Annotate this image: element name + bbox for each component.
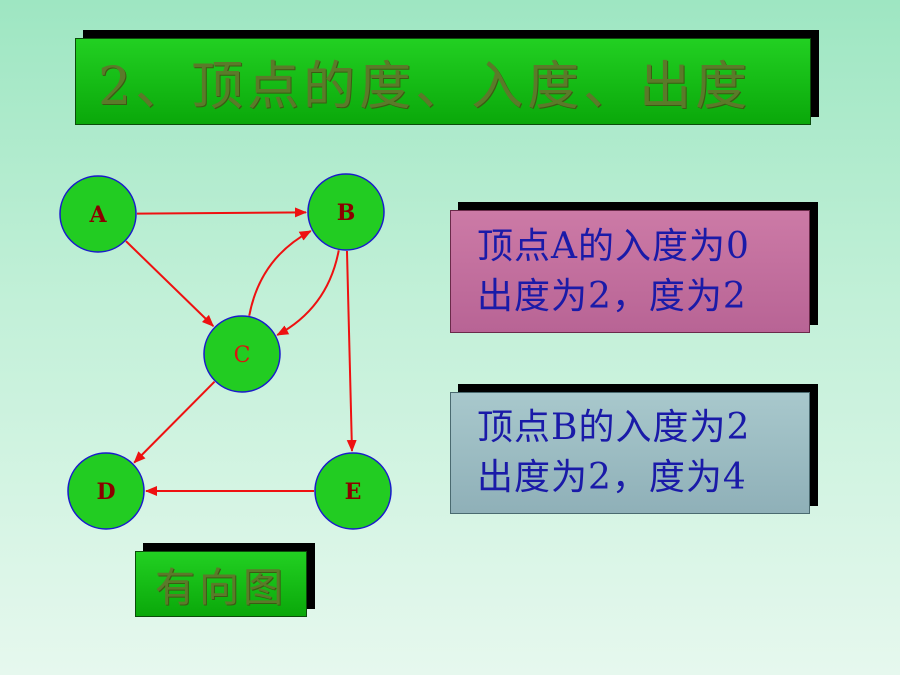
node-b: B: [307, 173, 385, 251]
node-b-label: B: [337, 200, 356, 226]
edge-b-to-c: [276, 250, 340, 336]
title-box-face: 2、顶点的度、入度、出度: [75, 38, 811, 125]
vertex-a-info-box: 顶点A的入度为0 出度为2，度为2: [450, 202, 818, 333]
vertex-a-outdegree-text: 出度为2，度为2: [477, 275, 747, 317]
edges-layer: [125, 207, 357, 496]
node-d: D: [67, 452, 145, 530]
edge-a-to-c: [125, 240, 215, 327]
edge-b-to-e: [345, 250, 357, 453]
edge-c-to-d: [133, 380, 216, 464]
vertex-b-info-box: 顶点B的入度为2 出度为2，度为4: [450, 384, 818, 514]
node-c-circle: [203, 315, 281, 393]
node-e: E: [314, 452, 392, 530]
title-box: 2、顶点的度、入度、出度: [75, 30, 819, 125]
vertex-b-indegree-text: 顶点B的入度为2: [477, 407, 751, 448]
edge-a-to-b: [136, 207, 308, 218]
vertex-a-info-face: 顶点A的入度为0 出度为2，度为2: [450, 210, 810, 333]
node-d-label: D: [96, 479, 115, 505]
node-a-label: A: [88, 202, 107, 228]
edge-c-to-b: [248, 230, 312, 316]
node-a: A: [59, 175, 137, 253]
graph-label-face: 有向图: [135, 551, 307, 617]
node-e-label: E: [345, 479, 362, 505]
node-d-circle: [67, 452, 145, 530]
vertex-b-outdegree-text: 出度为2，度为4: [477, 457, 747, 498]
node-a-circle: [59, 175, 137, 253]
node-e-circle: [314, 452, 392, 530]
node-c: C: [203, 315, 281, 393]
nodes-layer: A B C D E: [59, 173, 392, 530]
vertex-a-indegree-text: 顶点A的入度为0: [477, 225, 750, 267]
vertex-b-info-face: 顶点B的入度为2 出度为2，度为4: [450, 392, 810, 514]
node-c-label: C: [234, 343, 251, 368]
page-title: 2、顶点的度、入度、出度: [98, 57, 752, 117]
graph-label-box: 有向图: [135, 543, 315, 617]
graph-label: 有向图: [155, 565, 287, 611]
node-b-circle: [307, 173, 385, 251]
